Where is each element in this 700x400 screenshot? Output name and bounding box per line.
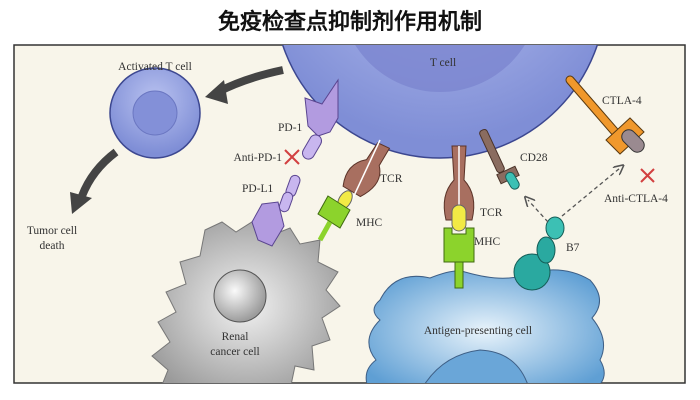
- label-cd28: CD28: [520, 152, 548, 164]
- label-tcr-left: TCR: [380, 173, 403, 185]
- label-renal: Renal: [222, 331, 249, 343]
- label-tumor-cell: Tumor cell: [27, 225, 77, 237]
- tcr-mhc-middle: [443, 145, 475, 289]
- page-title: 免疫检查点抑制剂作用机制: [217, 10, 482, 35]
- label-activated-t-cell: Activated T cell: [118, 61, 192, 73]
- label-b7: B7: [566, 242, 580, 254]
- pd1-receptor: [302, 78, 339, 160]
- pdl1-ligand: [251, 174, 301, 247]
- b7-ligand: [513, 216, 565, 291]
- label-mhc-mid: MHC: [474, 236, 501, 248]
- t-cell: [281, 45, 599, 159]
- cd28-receptor: [479, 128, 520, 190]
- ctla4-receptor: [565, 75, 645, 155]
- label-death: death: [40, 240, 65, 252]
- label-apc: Antigen-presenting cell: [424, 325, 532, 337]
- tcr-mhc-left: [317, 139, 391, 242]
- label-ctla4: CTLA-4: [602, 95, 642, 107]
- activated-t-cell: [109, 67, 201, 159]
- b7-cd28-arrow: [528, 200, 549, 223]
- label-anti-ctla4: Anti-CTLA-4: [604, 193, 668, 205]
- activation-arrow: [205, 66, 284, 104]
- tumor-death-arrow: [70, 148, 119, 214]
- anti-ctla4-block-icon: [640, 168, 655, 183]
- label-pdl1: PD-L1: [242, 183, 274, 195]
- cancer-nucleus: [213, 269, 267, 323]
- label-cancer-cell: cancer cell: [210, 346, 259, 358]
- b7-ctla4-arrow: [561, 168, 620, 217]
- label-t-cell: T cell: [430, 57, 456, 69]
- label-tcr-mid: TCR: [480, 207, 503, 219]
- label-anti-pd1: Anti-PD-1: [233, 152, 282, 164]
- label-mhc-left: MHC: [356, 217, 383, 229]
- label-pd1: PD-1: [278, 122, 303, 134]
- anti-pd1-block-icon: [284, 149, 300, 165]
- apc-nucleus: [424, 349, 528, 383]
